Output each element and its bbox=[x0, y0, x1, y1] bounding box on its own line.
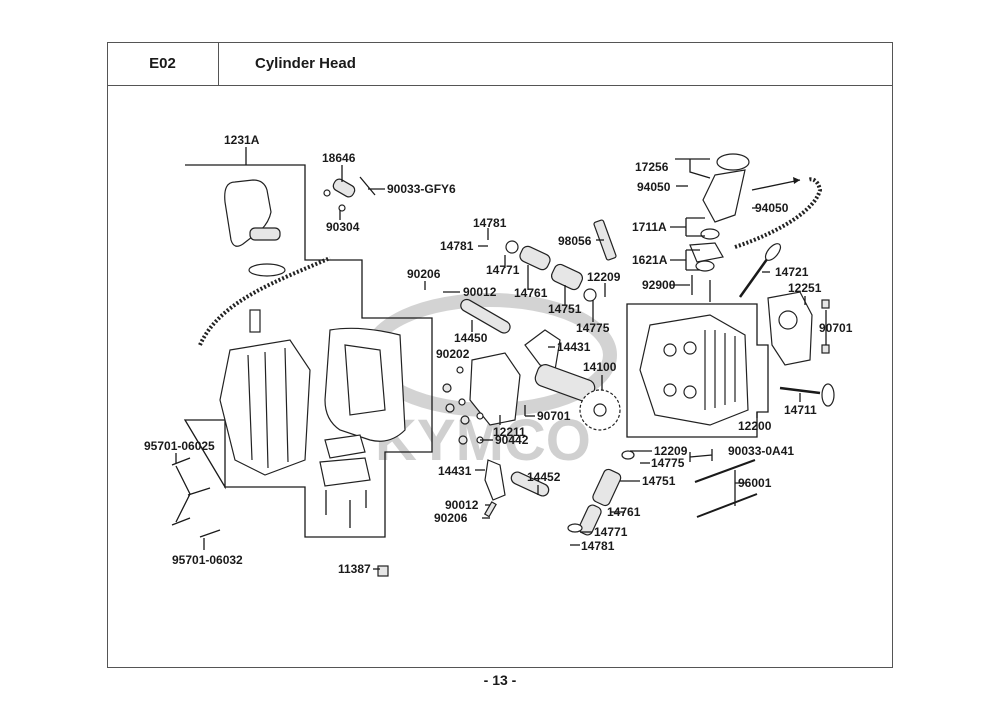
callout-94050: 94050 bbox=[755, 201, 789, 215]
part-90033-0A41 bbox=[689, 449, 713, 462]
part-rocker-shaft-upper bbox=[460, 298, 511, 334]
callout-94050: 94050 bbox=[637, 180, 671, 194]
part-rocker-shaft-lower bbox=[510, 471, 550, 497]
callout-14711: 14711 bbox=[784, 403, 817, 417]
callout-12251: 12251 bbox=[788, 281, 822, 295]
part-studs bbox=[694, 459, 758, 518]
part-rocker-arm-upper bbox=[524, 329, 561, 371]
part-camshaft bbox=[534, 364, 621, 431]
callout-90206: 90206 bbox=[407, 267, 441, 281]
callout-1231A: 1231A bbox=[224, 133, 260, 147]
callout-1711A: 1711A bbox=[632, 220, 667, 234]
callout-17256: 17256 bbox=[635, 160, 669, 174]
callout-14761: 14761 bbox=[607, 505, 641, 519]
arrow-head bbox=[793, 177, 800, 184]
part-rocker-arm-lower bbox=[484, 459, 506, 501]
part-vacuum-hose bbox=[734, 177, 823, 249]
part-dowel-upper bbox=[821, 299, 830, 309]
callout-14775: 14775 bbox=[651, 456, 685, 470]
callout-14751: 14751 bbox=[548, 302, 582, 316]
callout-90206: 90206 bbox=[434, 511, 468, 525]
callout-14452: 14452 bbox=[527, 470, 561, 484]
callout-90033-GFY6: 90033-GFY6 bbox=[387, 182, 456, 196]
part-cylinder-head-cover bbox=[219, 309, 311, 476]
part-head-gasket-bore bbox=[778, 310, 798, 330]
callout-12211: 12211 bbox=[493, 425, 526, 439]
part-camshaft-holder bbox=[469, 352, 521, 426]
callout-14781: 14781 bbox=[473, 216, 507, 230]
leader-lines bbox=[175, 147, 827, 570]
callout-12209: 12209 bbox=[654, 444, 688, 458]
callout-90012: 90012 bbox=[463, 285, 497, 299]
part-breather-hose bbox=[198, 256, 331, 346]
page-title: Cylinder Head bbox=[255, 55, 356, 72]
part-spring-lower bbox=[567, 450, 635, 536]
part-intake-manifold bbox=[689, 153, 750, 302]
part-nuts-washers bbox=[442, 366, 484, 445]
callout-14761: 14761 bbox=[514, 286, 548, 300]
part-dowel-lower bbox=[821, 344, 830, 354]
callout-12200: 12200 bbox=[738, 419, 772, 433]
part-cover-plates bbox=[319, 434, 371, 487]
part-18646-plate bbox=[323, 176, 376, 212]
callout-14450: 14450 bbox=[454, 331, 488, 345]
page-number: - 13 - bbox=[483, 672, 517, 688]
header-divider bbox=[107, 85, 893, 86]
callout-98056: 98056 bbox=[558, 234, 592, 248]
section-code: E02 bbox=[107, 42, 219, 85]
callout-96001: 96001 bbox=[738, 476, 772, 490]
callout-14771: 14771 bbox=[594, 525, 628, 539]
callout-14775: 14775 bbox=[576, 321, 610, 335]
callout-12209: 12209 bbox=[587, 270, 621, 284]
callout-14751: 14751 bbox=[642, 474, 676, 488]
part-11387 bbox=[377, 565, 389, 577]
callout-95701-06025: 95701-06025 bbox=[144, 439, 215, 453]
part-exhaust-valve bbox=[779, 383, 835, 407]
callout-14781: 14781 bbox=[581, 539, 615, 553]
callout-90442: 90442 bbox=[495, 433, 529, 447]
part-cylinder-head bbox=[639, 314, 749, 426]
callout-14100: 14100 bbox=[583, 360, 617, 374]
callout-14431: 14431 bbox=[438, 464, 472, 478]
callout-14781: 14781 bbox=[440, 239, 474, 253]
part-breather-pipe bbox=[224, 179, 286, 277]
callout-90202: 90202 bbox=[436, 347, 470, 361]
callout-95701-06032: 95701-06032 bbox=[172, 553, 243, 567]
callout-90701: 90701 bbox=[537, 409, 571, 423]
part-spring-14761-upper bbox=[505, 240, 597, 302]
callout-14721: 14721 bbox=[775, 265, 809, 279]
part-intake-valve bbox=[738, 243, 782, 298]
arrow-line bbox=[751, 179, 801, 191]
part-adjuster-screw bbox=[483, 501, 497, 518]
part-cover-bolts bbox=[325, 490, 367, 528]
callout-90012: 90012 bbox=[445, 498, 479, 512]
part-side-bolts bbox=[171, 457, 221, 538]
page-frame bbox=[107, 42, 893, 668]
callout-90701: 90701 bbox=[819, 321, 853, 335]
callout-1621A: 1621A bbox=[632, 253, 668, 267]
section-code-text: E02 bbox=[149, 55, 176, 72]
group-12200-boundary bbox=[626, 303, 769, 438]
callout-11387: 11387 bbox=[338, 562, 371, 576]
callout-18646: 18646 bbox=[322, 151, 356, 165]
callout-14431: 14431 bbox=[557, 340, 591, 354]
callout-14771: 14771 bbox=[486, 263, 520, 277]
callout-90304: 90304 bbox=[326, 220, 360, 234]
callout-labels: 1231A 18646 90033-GFY6 90304 14781 14781… bbox=[144, 133, 853, 576]
part-spark-plug bbox=[593, 219, 617, 261]
callout-92900: 92900 bbox=[642, 278, 676, 292]
part-cover-gasket bbox=[324, 327, 406, 442]
callout-90033-0A41: 90033-0A41 bbox=[728, 444, 794, 458]
